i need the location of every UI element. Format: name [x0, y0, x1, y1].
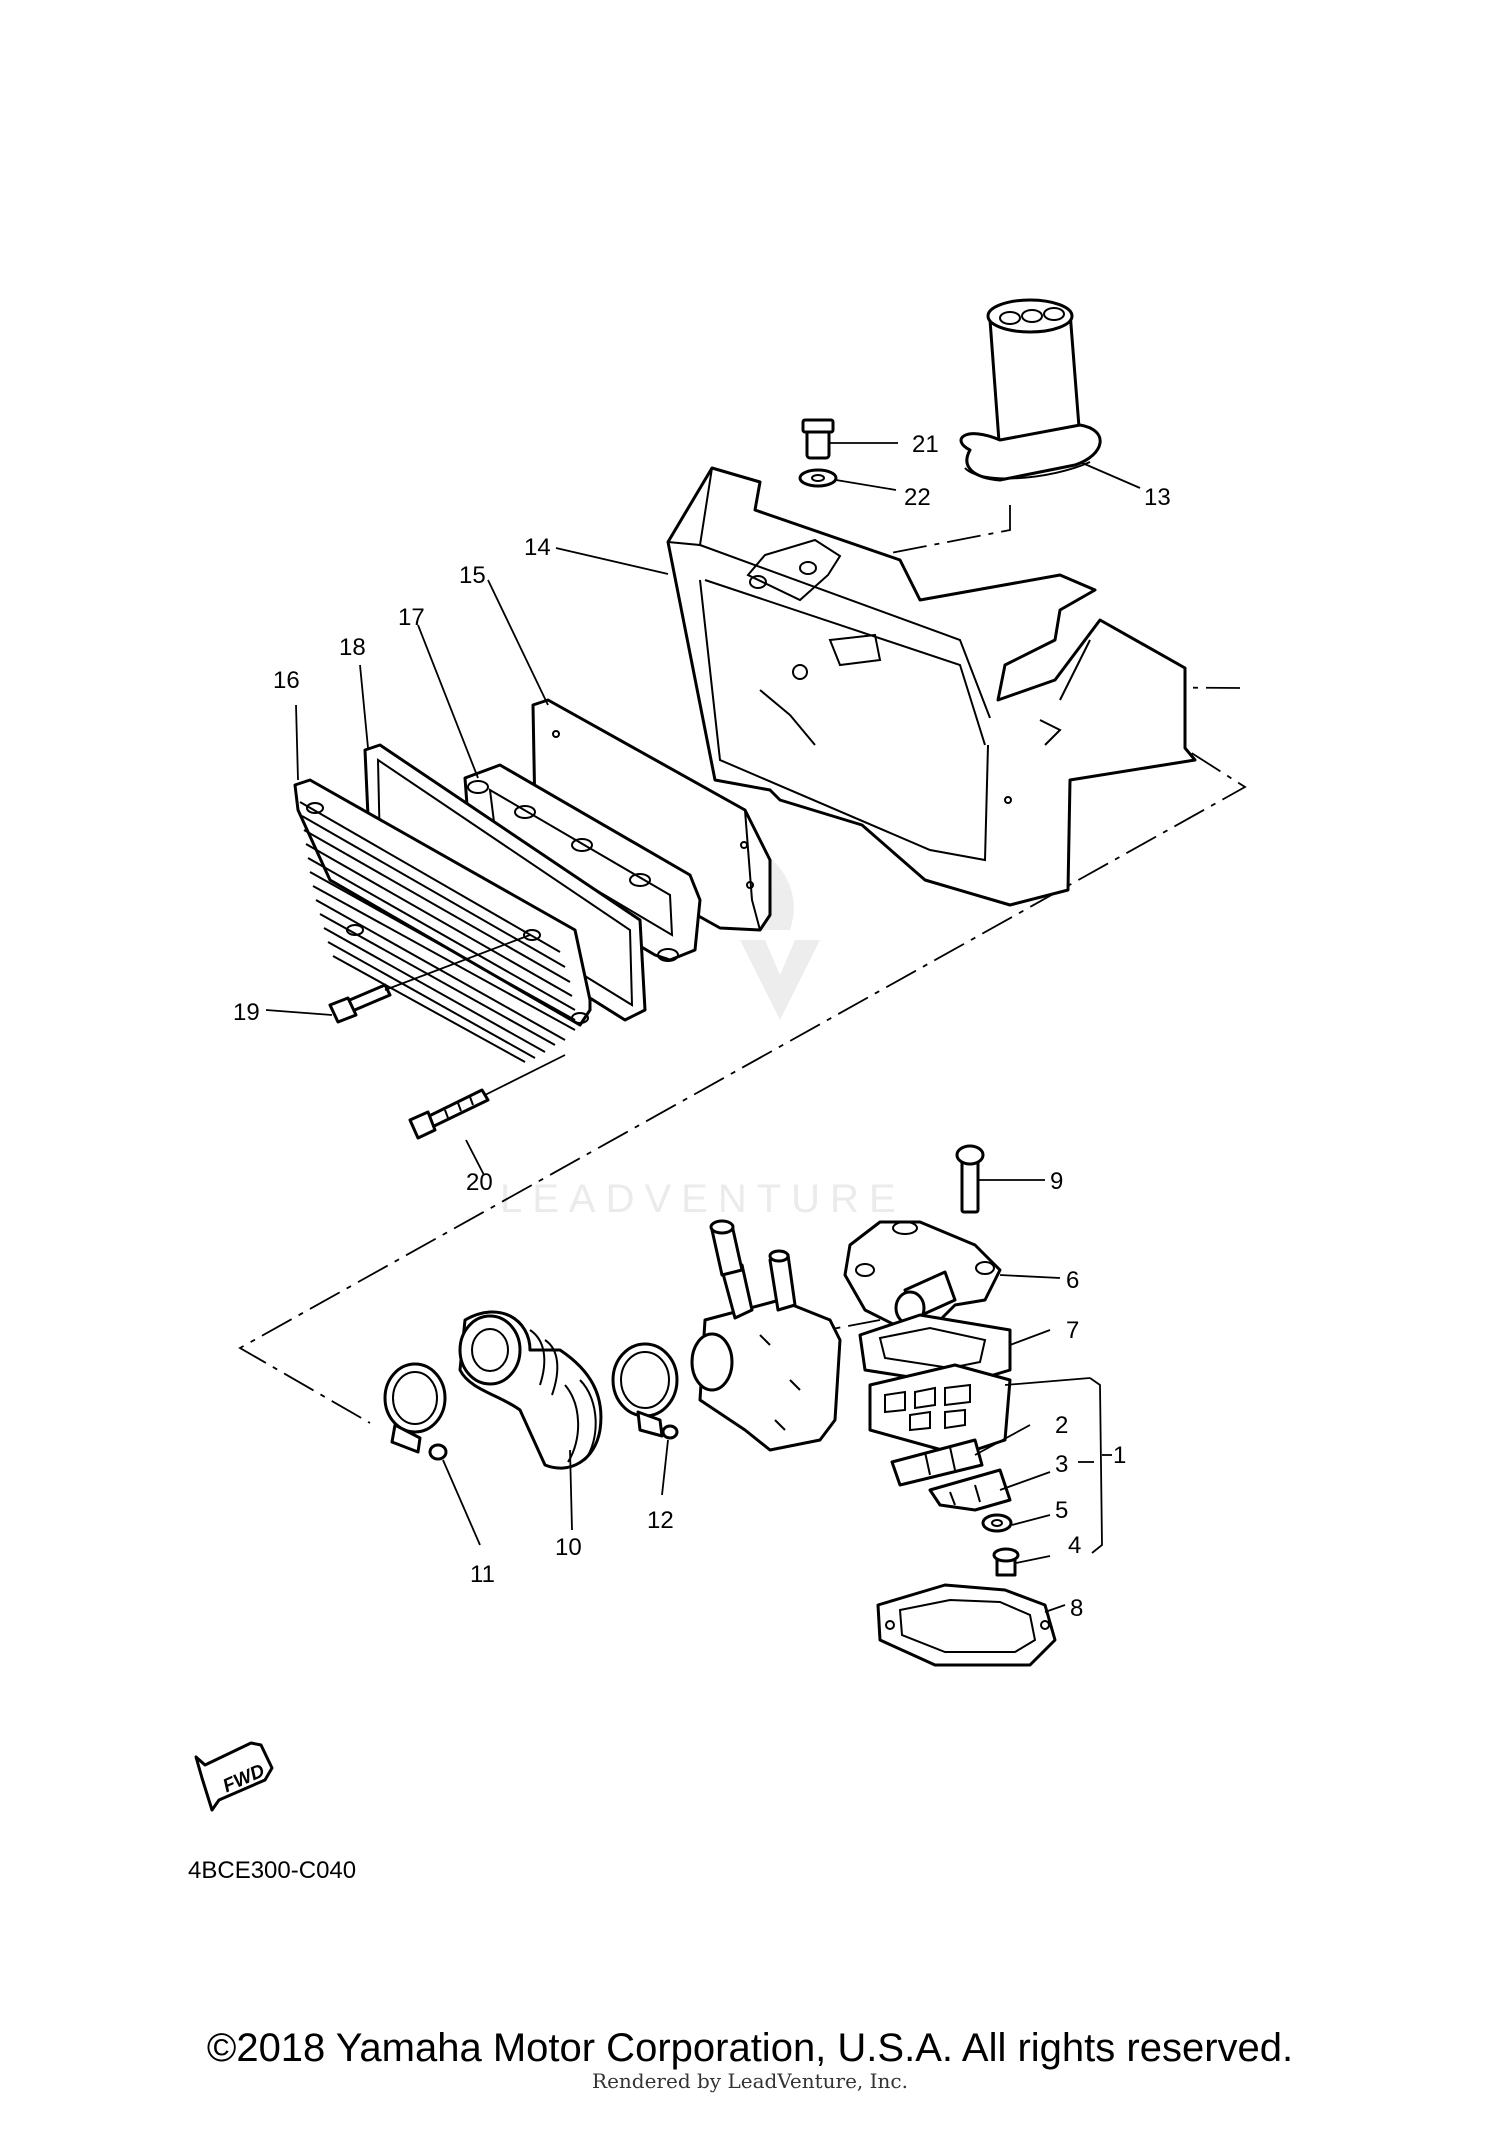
bolt-20 — [408, 1088, 490, 1140]
intake-hose-10 — [458, 1310, 603, 1470]
callout-7: 7 — [1066, 1317, 1079, 1344]
leadventure-watermark: LEADVENTURE — [500, 850, 906, 1221]
fwd-arrow: FWD — [194, 1741, 274, 1812]
callout-4: 4 — [1068, 1532, 1081, 1559]
bolt-19-leader — [384, 934, 531, 991]
leader-lines — [265, 442, 1141, 1613]
callout-20: 20 — [466, 1169, 493, 1196]
callout-12: 12 — [647, 1507, 674, 1534]
callout-3: 3 — [1055, 1451, 1068, 1478]
callout-8: 8 — [1070, 1595, 1083, 1622]
bolt-20-leader — [484, 1054, 566, 1096]
callout-numbers: 21 22 13 14 15 17 18 16 19 20 9 6 7 1 2 … — [233, 431, 1171, 1622]
callout-22: 22 — [904, 484, 931, 511]
callout-9: 9 — [1050, 1168, 1063, 1195]
callout-1: 1 — [1113, 1442, 1126, 1469]
air-box-case — [666, 466, 1197, 907]
reed-valve-assy-1 — [868, 1363, 1012, 1457]
gasket-7 — [858, 1313, 1012, 1387]
carburetor — [690, 1219, 842, 1452]
clamp-11 — [383, 1362, 448, 1461]
diagram-part-code: 4BCE300-C040 — [188, 1857, 356, 1884]
element-frame-17 — [463, 763, 702, 962]
reed-2 — [890, 1438, 984, 1487]
washer-22 — [798, 468, 838, 488]
callout-10: 10 — [555, 1534, 582, 1561]
bolt-9 — [955, 1144, 985, 1214]
callout-16: 16 — [273, 667, 300, 694]
callout-5: 5 — [1055, 1497, 1068, 1524]
callout-19: 19 — [233, 999, 260, 1026]
callout-18: 18 — [339, 634, 366, 661]
washer-5 — [981, 1513, 1013, 1533]
bolt-21 — [801, 418, 835, 460]
callout-13: 13 — [1144, 484, 1171, 511]
air-box-cover-16 — [293, 778, 592, 1063]
callout-11: 11 — [470, 1561, 495, 1588]
screw-4 — [992, 1547, 1020, 1577]
clamp-12 — [611, 1342, 679, 1440]
callout-17: 17 — [398, 604, 425, 631]
stopper-3 — [928, 1468, 1012, 1512]
callout-15: 15 — [459, 562, 486, 589]
gasket-8 — [876, 1583, 1057, 1667]
bolt-19 — [328, 983, 392, 1024]
callout-21: 21 — [912, 431, 939, 458]
rendered-by-notice: Rendered by LeadVenture, Inc. — [592, 2069, 908, 2093]
joint-6 — [843, 1220, 1002, 1337]
callout-14: 14 — [524, 534, 551, 561]
intake-duct — [959, 298, 1102, 482]
callout-6: 6 — [1066, 1267, 1079, 1294]
copyright-notice: ©2018 Yamaha Motor Corporation, U.S.A. A… — [206, 2026, 1294, 2070]
callout-2: 2 — [1055, 1412, 1068, 1439]
svg-text:LEADVENTURE: LEADVENTURE — [500, 1177, 906, 1221]
